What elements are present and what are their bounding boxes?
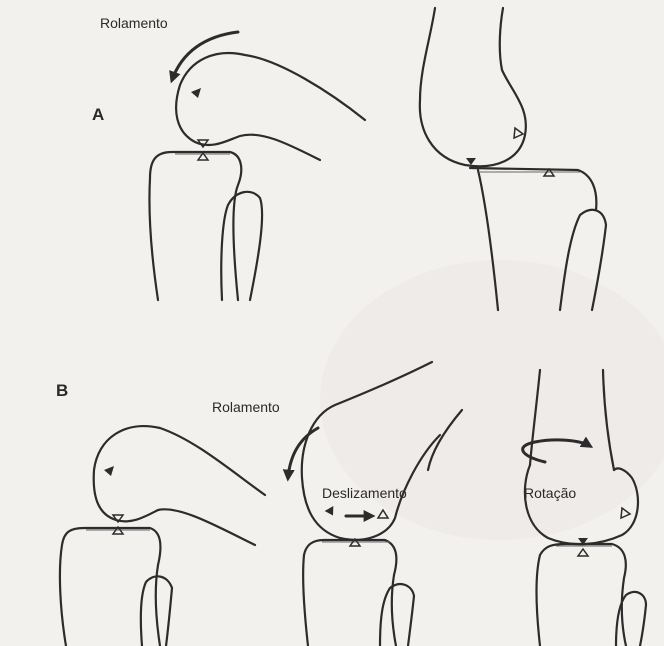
sliding-label: Deslizamento <box>322 485 407 501</box>
panel-b-label: B <box>56 381 68 400</box>
rotation-label: Rotação <box>524 485 576 501</box>
rolling-label-a: Rolamento <box>100 15 168 31</box>
panel-a-label: A <box>92 105 104 124</box>
rolling-label-b: Rolamento <box>212 399 280 415</box>
